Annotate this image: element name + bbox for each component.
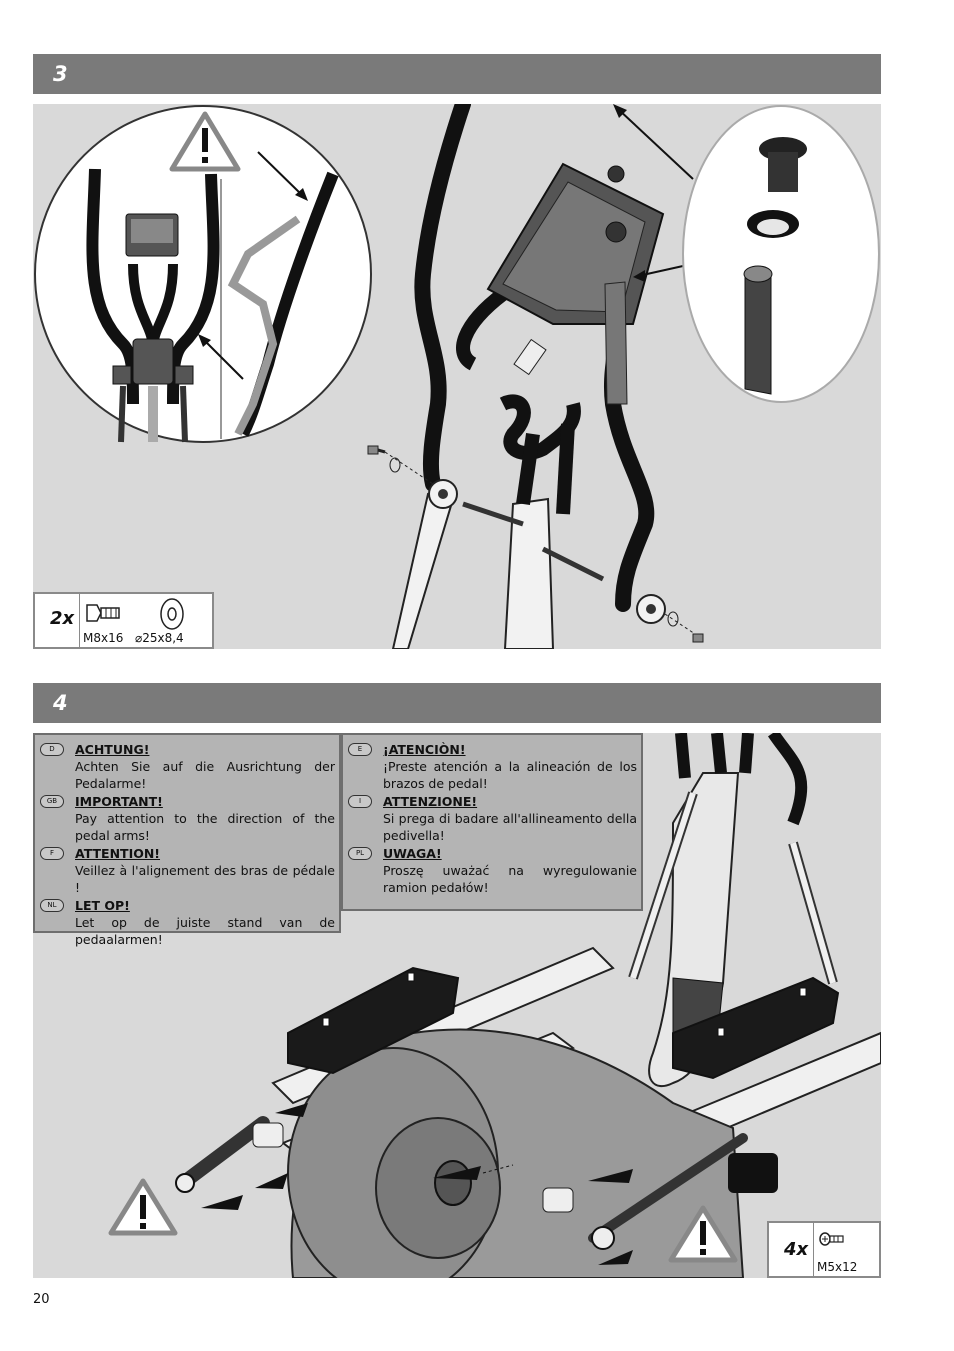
language-badge: NL xyxy=(40,899,64,912)
warning-entry-it: I ATTENZIONE! Si prega di badare all'all… xyxy=(345,793,637,844)
warning-entry-nl: NL LET OP! Let op de juiste stand van de… xyxy=(37,897,335,948)
step-3-drawing xyxy=(34,104,880,649)
washer-label: ⌀25x8,4 xyxy=(135,631,184,645)
warning-text: Let op de juiste stand van de pedaalarme… xyxy=(75,915,335,947)
bolt-icon xyxy=(86,604,120,622)
warning-entry-fr: F ATTENTION! Veillez à l'alignement des … xyxy=(37,845,335,896)
language-badge: GB xyxy=(40,795,64,808)
language-badge: E xyxy=(348,743,372,756)
warning-triangle-icon xyxy=(108,1178,178,1236)
warning-box-left: D ACHTUNG! Achten Sie auf die Ausrichtun… xyxy=(33,733,341,947)
warning-title: LET OP! xyxy=(75,898,130,913)
warning-text: Achten Sie auf die Ausrichtung der Pedal… xyxy=(75,759,335,791)
page-number: 20 xyxy=(33,1292,50,1307)
language-badge: I xyxy=(348,795,372,808)
warning-entry-es: E ¡ATENCIÒN! ¡Preste atención a la aline… xyxy=(345,741,637,792)
step-3-parts-qty: 2x xyxy=(50,608,75,629)
screw-icon xyxy=(819,1232,844,1246)
language-badge: F xyxy=(40,847,64,860)
warning-title: IMPORTANT! xyxy=(75,794,163,809)
screw-label: M5x12 xyxy=(817,1260,858,1274)
step-4-parts-qty: 4x xyxy=(784,1239,809,1260)
warning-title: ACHTUNG! xyxy=(75,742,150,757)
step-4-illustration: D ACHTUNG! Achten Sie auf die Ausrichtun… xyxy=(33,733,881,1278)
step-4-number: 4 xyxy=(53,691,68,715)
warning-entry-de: D ACHTUNG! Achten Sie auf die Ausrichtun… xyxy=(37,741,335,792)
bolt-label: M8x16 xyxy=(83,631,124,645)
warning-text: Pay attention to the direction of the pe… xyxy=(75,811,335,843)
warning-entry-gb: GB IMPORTANT! Pay attention to the direc… xyxy=(37,793,335,844)
step-4-header: 4 xyxy=(33,683,881,723)
warning-title: ATTENZIONE! xyxy=(383,794,478,809)
warning-title: ATTENTION! xyxy=(75,846,161,861)
elliptical-base xyxy=(175,733,881,1278)
warning-text: ¡Preste atención a la alineación de los … xyxy=(383,759,637,791)
warning-title: UWAGA! xyxy=(383,846,442,861)
language-badge: D xyxy=(40,743,64,756)
washer-icon xyxy=(160,598,184,630)
warning-text: Proszę uważać na wyregulowanie ramion pe… xyxy=(383,863,637,895)
bolt-icon xyxy=(367,445,386,455)
step-4-parts-box: 4x M5x12 xyxy=(767,1221,881,1278)
parts-divider xyxy=(813,1223,814,1276)
step-4-drawing xyxy=(108,733,881,1278)
elliptical-frame xyxy=(367,104,704,649)
detail-circle-handlebars xyxy=(34,105,372,443)
step-3-header: 3 xyxy=(33,54,881,94)
step-3-illustration: 2x M8x16 ⌀25x8,4 xyxy=(33,104,881,649)
parts-divider xyxy=(79,594,80,647)
detail-circle-end-cap xyxy=(682,105,880,403)
warning-triangle-icon xyxy=(668,1205,738,1263)
step-3-parts-box: 2x M8x16 ⌀25x8,4 xyxy=(33,592,214,649)
washer-icon xyxy=(389,457,401,473)
warning-box-right: E ¡ATENCIÒN! ¡Preste atención a la aline… xyxy=(341,733,643,911)
warning-text: Si prega di badare all'allineamento dell… xyxy=(383,811,637,843)
warning-entry-pl: PL UWAGA! Proszę uważać na wyregulowanie… xyxy=(345,845,637,896)
warning-text: Veillez à l'alignement des bras de pédal… xyxy=(75,863,335,895)
warning-triangle-icon xyxy=(169,111,241,172)
warning-title: ¡ATENCIÒN! xyxy=(383,742,466,757)
language-badge: PL xyxy=(348,847,372,860)
step-3-number: 3 xyxy=(53,62,68,86)
